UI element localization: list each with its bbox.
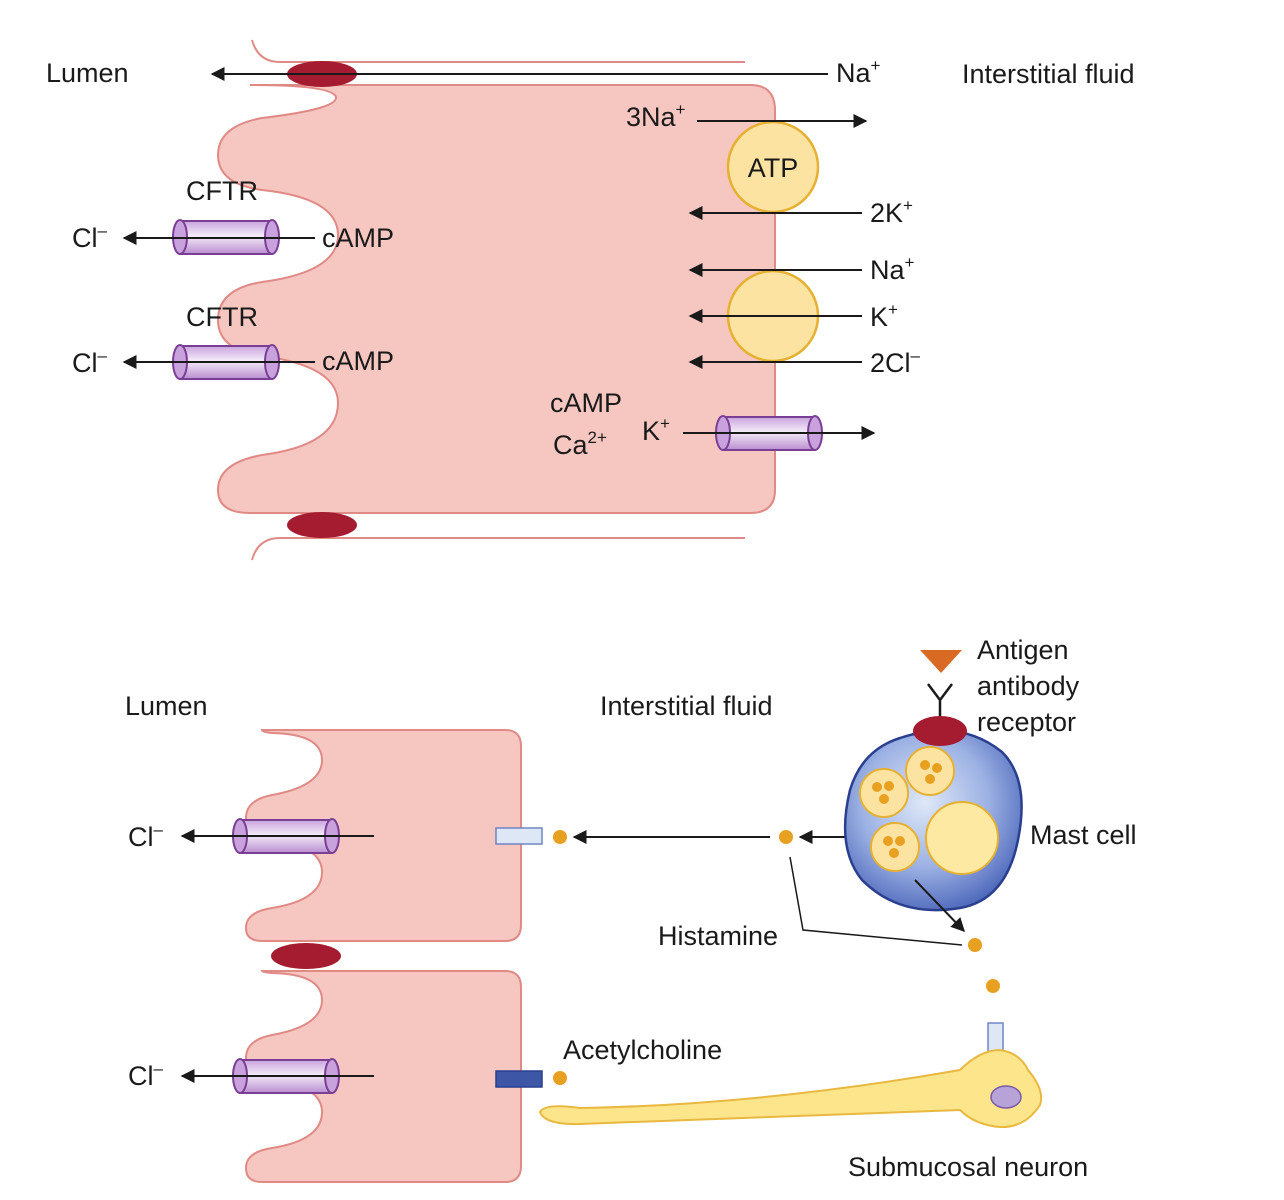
antibody-receptor bbox=[913, 716, 967, 746]
bottom-diagram: Lumen Interstitial fluid Cl– Cl– bbox=[125, 635, 1137, 1183]
atp-label: ATP bbox=[748, 153, 799, 183]
top-interstitial-label: Interstitial fluid bbox=[962, 59, 1135, 89]
acetylcholine-molecule bbox=[553, 1071, 567, 1085]
neuron-nucleus bbox=[990, 1085, 1022, 1109]
top-epithelial-cell bbox=[216, 84, 776, 514]
antibody-label: antibody bbox=[977, 671, 1080, 701]
tight-junction-bottom bbox=[287, 512, 357, 538]
bottom-lumen-label: Lumen bbox=[125, 691, 208, 721]
histamine-molecule-released bbox=[779, 830, 793, 844]
histamine-dot-2 bbox=[986, 979, 1000, 993]
cl-label-1: Cl– bbox=[72, 221, 108, 253]
bottom-cl-label-lower: Cl– bbox=[128, 1059, 164, 1091]
acetylcholine-receptor bbox=[495, 1070, 543, 1088]
ca-regulator-label: Ca2+ bbox=[553, 428, 607, 460]
histamine-dot-1 bbox=[968, 938, 982, 952]
bottom-tight-junction bbox=[271, 943, 341, 969]
receptor-label: receptor bbox=[977, 707, 1076, 737]
bottom-epithelial-cell-upper bbox=[244, 729, 522, 942]
bottom-cl-label-upper: Cl– bbox=[128, 820, 164, 852]
antibody-icon bbox=[927, 683, 953, 716]
antigen-label: Antigen bbox=[977, 635, 1069, 665]
mast-cell-granule-1 bbox=[859, 768, 909, 818]
na3-label: 3Na+ bbox=[626, 100, 686, 132]
histamine-molecule-bound bbox=[553, 830, 567, 844]
mast-cell-granule-3 bbox=[870, 822, 920, 872]
histamine-receptor bbox=[495, 827, 543, 845]
k-in-label: K+ bbox=[870, 300, 898, 332]
cftr-label-1: CFTR bbox=[186, 176, 258, 206]
camp-label-2: cAMP bbox=[322, 346, 394, 376]
cl-label-2: Cl– bbox=[72, 346, 108, 378]
acetylcholine-label: Acetylcholine bbox=[563, 1035, 722, 1065]
bottom-epithelial-cell-lower bbox=[244, 970, 522, 1183]
camp-label-1: cAMP bbox=[322, 223, 394, 253]
mast-to-neuron-arrow bbox=[914, 879, 965, 933]
top-membrane-upper bbox=[251, 39, 745, 63]
mast-cell-nucleus bbox=[925, 801, 999, 875]
submucosal-neuron bbox=[538, 1048, 1043, 1129]
antigen-icon bbox=[920, 650, 962, 673]
cftr-label-2: CFTR bbox=[186, 302, 258, 332]
top-lumen-label: Lumen bbox=[46, 58, 129, 88]
top-membrane-lower bbox=[251, 537, 745, 561]
histamine-pointer-line bbox=[789, 856, 963, 946]
camp-regulator-label: cAMP bbox=[550, 388, 622, 418]
submucosal-neuron-label: Submucosal neuron bbox=[848, 1152, 1088, 1182]
mast-cell-granule-2 bbox=[905, 746, 955, 796]
cl2-label: 2Cl– bbox=[870, 346, 921, 378]
k2-label: 2K+ bbox=[870, 196, 913, 228]
histamine-label: Histamine bbox=[658, 921, 778, 951]
na-paracellular-label: Na+ bbox=[836, 56, 881, 88]
k-channel-label: K+ bbox=[642, 414, 670, 446]
bottom-interstitial-label: Interstitial fluid bbox=[600, 691, 773, 721]
top-diagram: Lumen Interstitial fluid Na+ ATP 3Na+ 2K… bbox=[46, 39, 1135, 561]
na-in-label: Na+ bbox=[870, 253, 915, 285]
mast-cell-label: Mast cell bbox=[1030, 820, 1137, 850]
